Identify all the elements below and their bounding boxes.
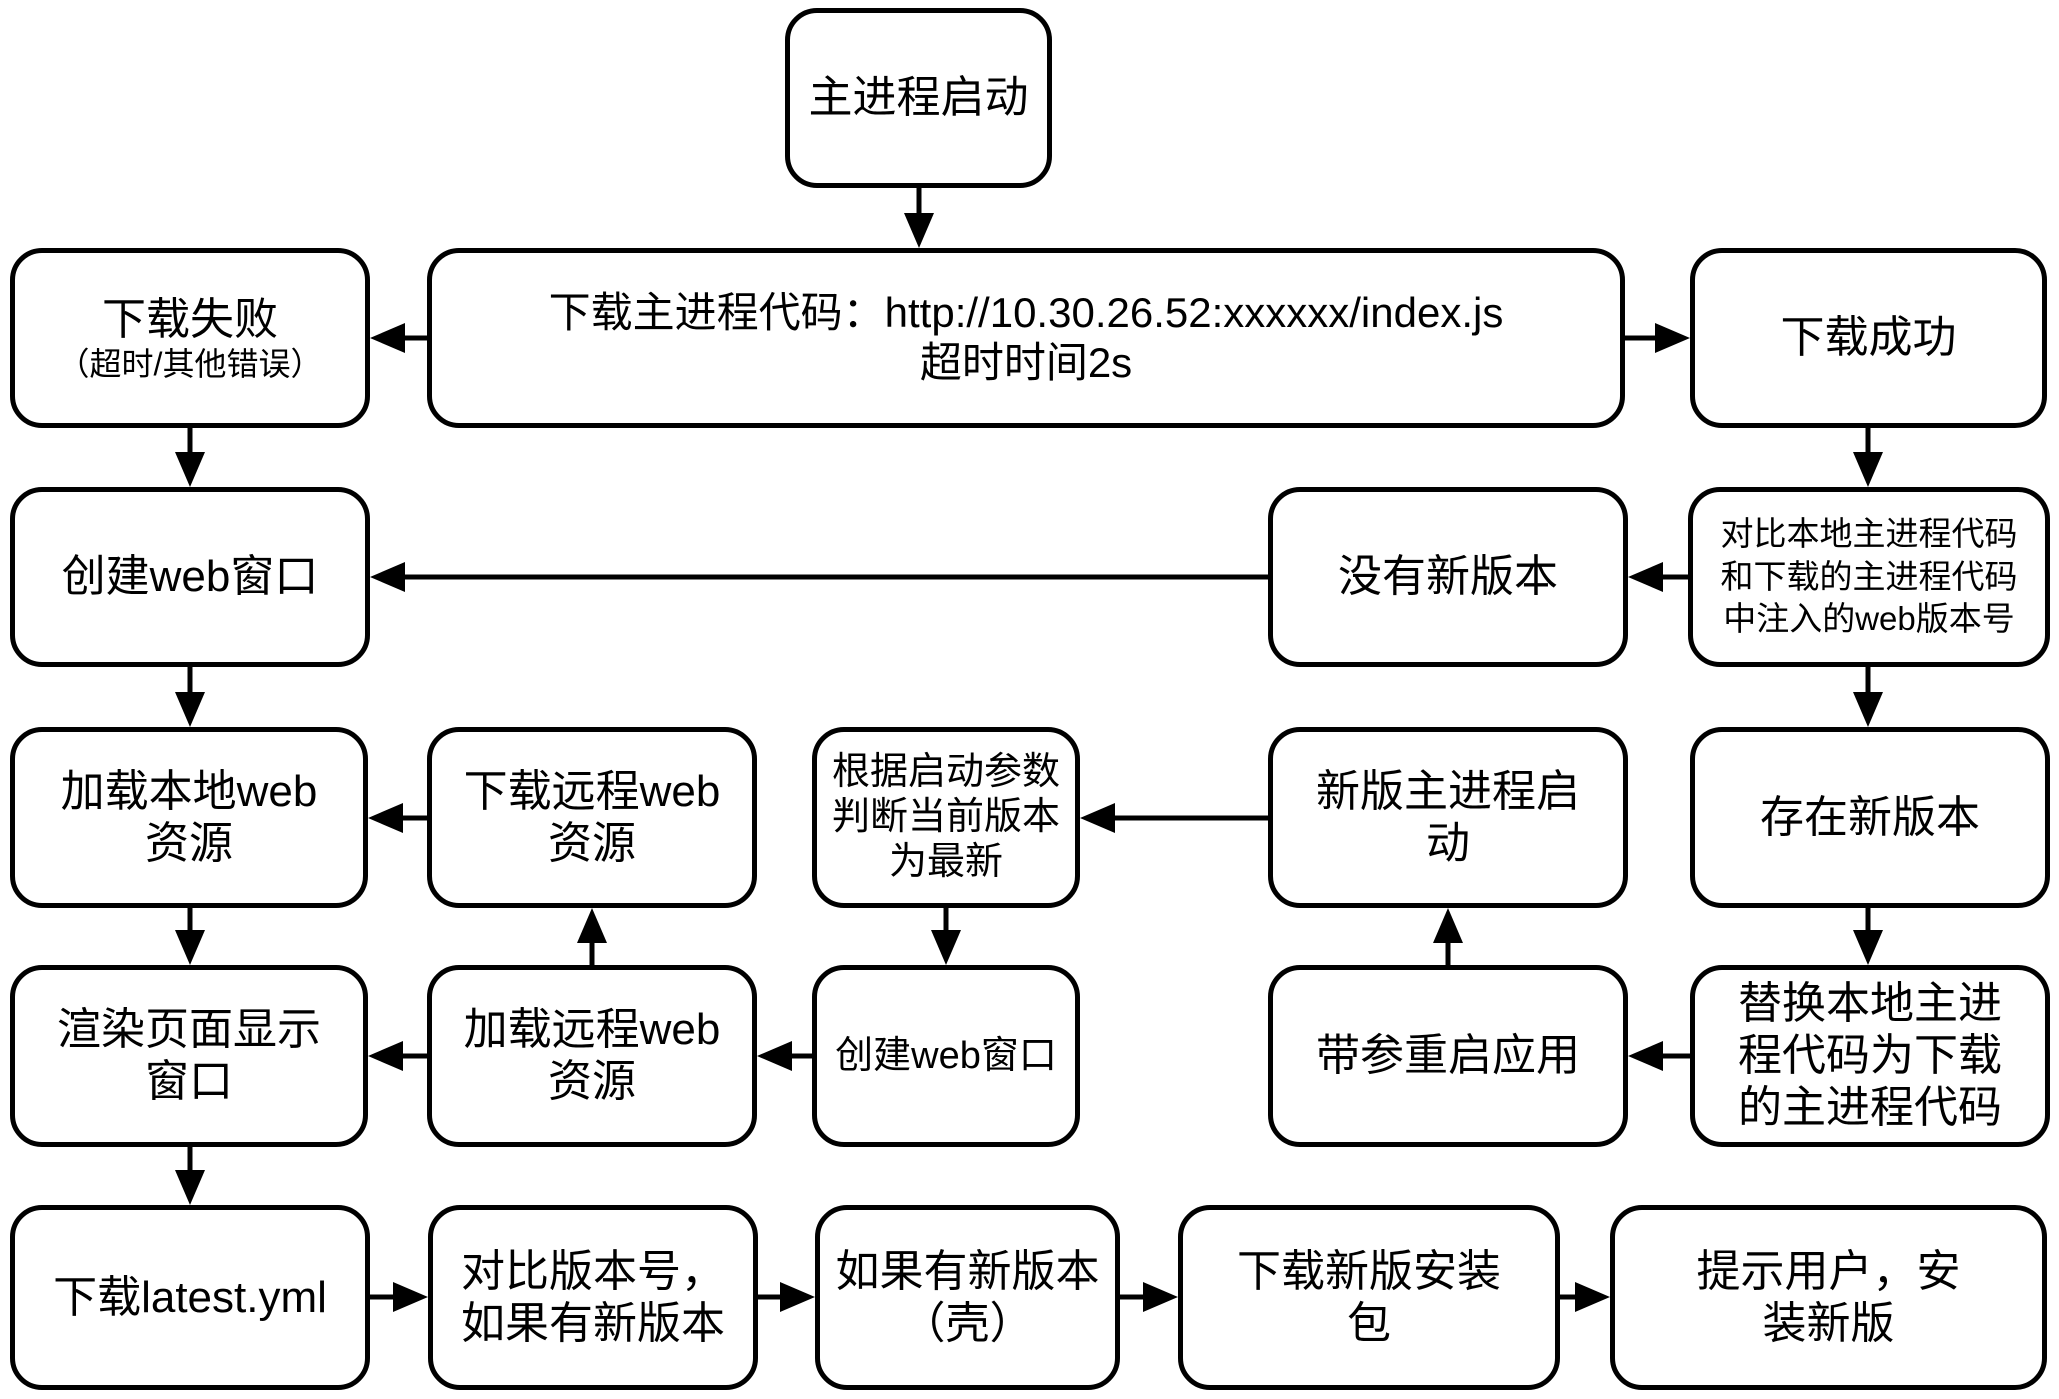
node-download-latest-yml: 下载latest.yml (10, 1205, 370, 1390)
node-download-latest-yml-label: 下载latest.yml (53, 1272, 327, 1322)
node-load-local-web-resources: 加载本地web 资源 (10, 727, 368, 908)
node-create-web-window-2-label: 创建web窗口 (835, 1034, 1057, 1077)
node-replace-local-main-code-label: 替换本地主进 程代码为下载 的主进程代码 (1738, 979, 2002, 1132)
node-if-new-version-shell: 如果有新版本 （壳） (815, 1205, 1120, 1390)
node-download-new-installer: 下载新版安装 包 (1178, 1205, 1560, 1390)
node-new-main-process-start-label: 新版主进程启 动 (1316, 766, 1580, 868)
node-judge-current-version-latest-label: 根据启动参数 判断当前版本 为最新 (831, 751, 1060, 883)
node-download-failed-label: 下载失败 (102, 294, 278, 344)
node-restart-app-with-params: 带参重启应用 (1268, 965, 1628, 1147)
node-compare-version-number: 对比版本号， 如果有新版本 (428, 1205, 758, 1390)
node-prompt-user-install: 提示用户，安 装新版 (1610, 1205, 2047, 1390)
node-download-remote-web-resources: 下载远程web 资源 (427, 727, 757, 908)
node-main-process-start-label: 主进程启动 (808, 73, 1029, 123)
node-no-new-version: 没有新版本 (1268, 487, 1628, 667)
node-load-local-web-resources-label: 加载本地web 资源 (60, 766, 318, 868)
node-no-new-version-label: 没有新版本 (1338, 552, 1558, 602)
node-download-remote-web-resources-label: 下载远程web 资源 (463, 766, 721, 868)
node-judge-current-version-latest: 根据启动参数 判断当前版本 为最新 (812, 727, 1080, 908)
node-create-web-window-1-label: 创建web窗口 (61, 552, 319, 602)
node-main-process-start: 主进程启动 (785, 8, 1052, 188)
node-download-failed-sublabel: （超时/其他错误） (57, 345, 323, 382)
node-restart-app-with-params-label: 带参重启应用 (1316, 1031, 1580, 1081)
node-download-main-code: 下载主进程代码：http://10.30.26.52:xxxxxx/index.… (427, 248, 1625, 428)
node-render-page-window-label: 渲染页面显示 窗口 (57, 1005, 321, 1106)
node-new-version-exists-label: 存在新版本 (1760, 792, 1980, 842)
node-render-page-window: 渲染页面显示 窗口 (10, 965, 368, 1147)
node-compare-injected-web-version-label: 对比本地主进程代码 和下载的主进程代码 中注入的web版本号 (1720, 514, 2018, 638)
node-prompt-user-install-label: 提示用户，安 装新版 (1696, 1246, 1961, 1348)
node-new-main-process-start: 新版主进程启 动 (1268, 727, 1628, 908)
node-download-success-label: 下载成功 (1780, 313, 1957, 363)
node-load-remote-web-resources-label: 加载远程web 资源 (463, 1005, 721, 1106)
node-download-main-code-label: 下载主进程代码：http://10.30.26.52:xxxxxx/index.… (548, 289, 1504, 386)
node-download-new-installer-label: 下载新版安装 包 (1237, 1246, 1501, 1348)
node-load-remote-web-resources: 加载远程web 资源 (427, 965, 757, 1147)
node-download-success: 下载成功 (1690, 248, 2047, 428)
node-new-version-exists: 存在新版本 (1690, 727, 2050, 908)
node-if-new-version-shell-label: 如果有新版本 （壳） (835, 1246, 1100, 1348)
node-compare-injected-web-version: 对比本地主进程代码 和下载的主进程代码 中注入的web版本号 (1688, 487, 2050, 667)
node-download-failed: 下载失败 （超时/其他错误） (10, 248, 370, 428)
node-replace-local-main-code: 替换本地主进 程代码为下载 的主进程代码 (1690, 965, 2050, 1147)
node-create-web-window-1: 创建web窗口 (10, 487, 370, 667)
node-compare-version-number-label: 对比版本号， 如果有新版本 (461, 1246, 725, 1348)
node-create-web-window-2: 创建web窗口 (812, 965, 1080, 1147)
